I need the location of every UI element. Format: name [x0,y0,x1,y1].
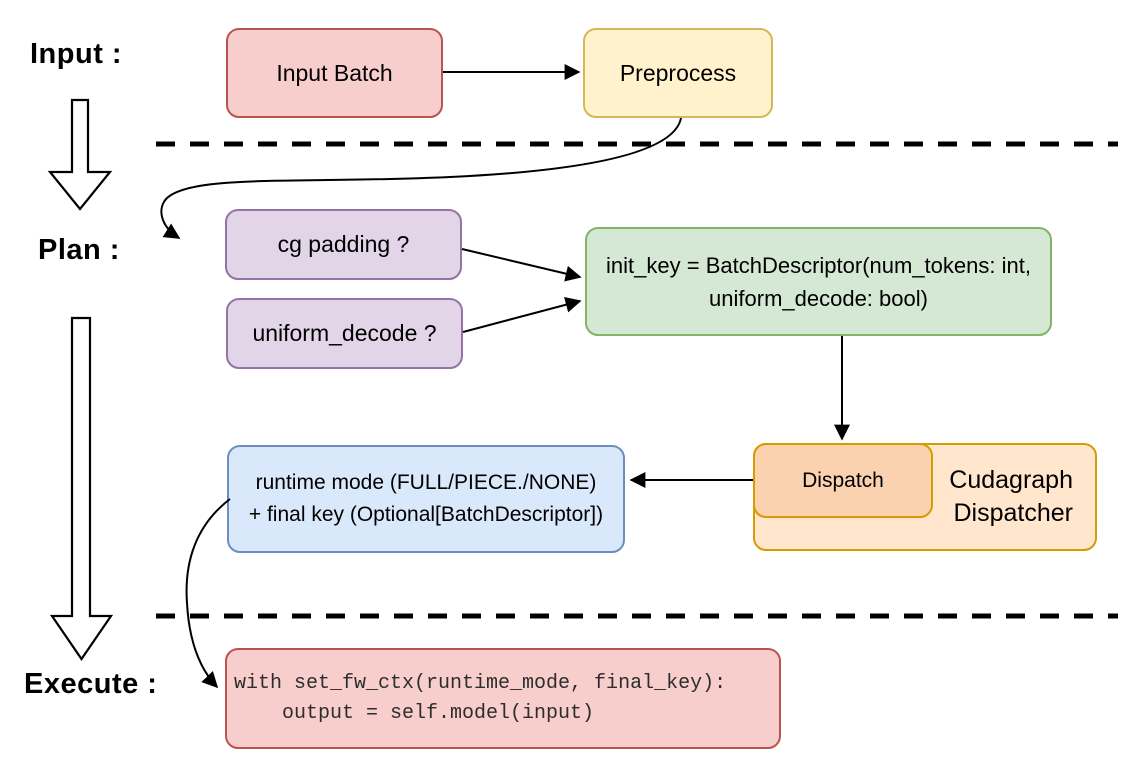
node-preprocess-label: Preprocess [619,59,737,86]
arrow-cg-padding-to-init-key [461,248,582,282]
node-cudagraph-dispatcher-line2: Dispatcher [953,499,1074,527]
hollow-arrow-input-to-plan [47,98,113,211]
node-init-key: init_key = BatchDescriptor(num_tokens: i… [585,227,1052,336]
node-dispatch: Dispatch [753,443,933,518]
node-input-batch: Input Batch [226,28,443,118]
node-init-key-line2: uniform_decode: bool) [709,285,928,311]
node-uniform-decode: uniform_decode ? [226,298,463,369]
node-runtime-mode-line1: runtime mode (FULL/PIECE./NONE) [255,471,597,494]
arrow-uniform-decode-to-init-key [462,296,582,333]
node-execute-code-line1: with set_fw_ctx(runtime_mode, final_key)… [234,671,727,695]
hollow-arrow-plan-to-execute [49,316,114,661]
node-runtime-mode-line2: + final key (Optional[BatchDescriptor]) [248,503,604,526]
node-runtime-mode: runtime mode (FULL/PIECE./NONE) + final … [227,445,625,553]
node-input-batch-label: Input Batch [276,59,393,86]
node-cg-padding: cg padding ? [225,209,462,280]
section-label-plan: Plan : [38,234,120,266]
node-cudagraph-dispatcher-line1: Cudagraph [949,466,1073,494]
arrow-runtime-mode-to-execute-code [185,498,231,689]
node-dispatch-label: Dispatch [802,468,884,492]
node-execute-code-line2: output = self.model(input) [234,701,595,725]
section-label-input: Input : [30,38,123,70]
section-label-execute: Execute : [24,668,158,700]
node-cg-padding-label: cg padding ? [277,231,410,257]
node-execute-code: with set_fw_ctx(runtime_mode, final_key)… [225,648,781,749]
node-uniform-decode-label: uniform_decode ? [252,320,437,346]
node-init-key-line1: init_key = BatchDescriptor(num_tokens: i… [606,252,1031,278]
node-preprocess: Preprocess [583,28,773,118]
